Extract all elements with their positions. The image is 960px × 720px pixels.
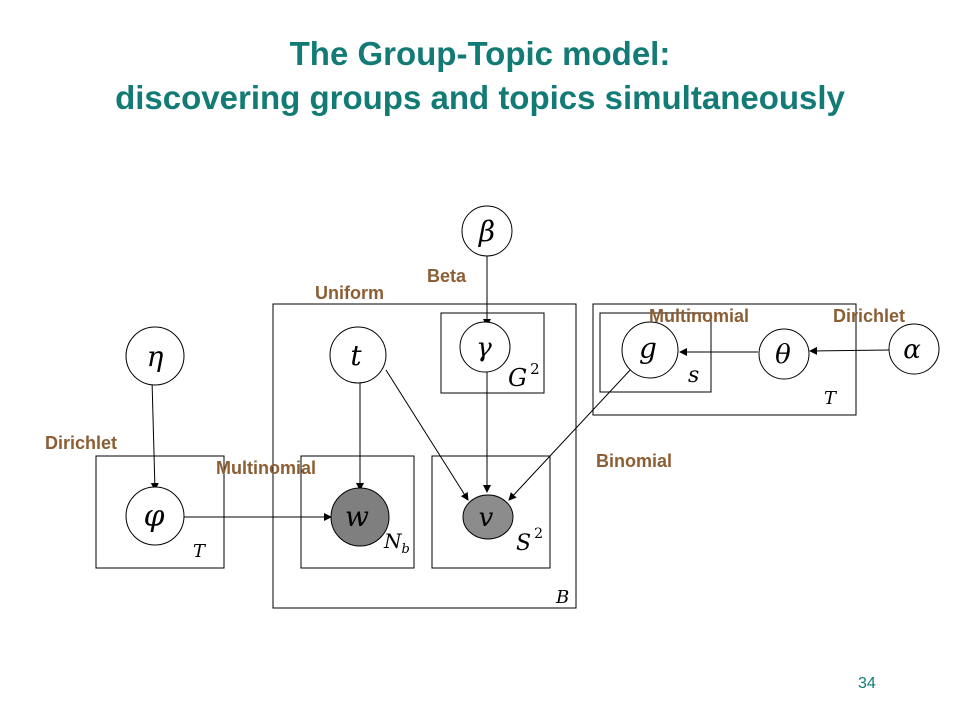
alpha-symbol: α bbox=[903, 335, 921, 365]
edge-t-v bbox=[385, 369, 469, 501]
v-symbol: v bbox=[479, 503, 494, 533]
plate-b bbox=[272, 303, 577, 609]
w-symbol: w bbox=[345, 500, 369, 533]
plate-g2 bbox=[440, 312, 545, 394]
node-v-observed: v bbox=[462, 494, 514, 540]
eta-symbol: η bbox=[147, 340, 164, 373]
plate-nb bbox=[300, 455, 415, 569]
plate-s2 bbox=[431, 455, 551, 569]
label-multinomial-top: Multinomial bbox=[649, 306, 749, 326]
beta-symbol: β bbox=[478, 215, 495, 248]
edge-eta-phi bbox=[150, 379, 159, 491]
edge-alpha-theta bbox=[809, 346, 890, 355]
slide-title-line-1: The Group-Topic model: bbox=[289, 35, 671, 72]
label-multinomial-mid: Multinomial bbox=[216, 458, 316, 478]
label-dirichlet-right: Dirichlet bbox=[833, 306, 905, 326]
node-alpha: α bbox=[888, 323, 940, 375]
label-dirichlet-left: Dirichlet bbox=[45, 433, 117, 453]
plate-nb-label: Nb bbox=[383, 529, 410, 557]
node-eta: η bbox=[125, 326, 185, 386]
node-gamma: γ bbox=[459, 321, 511, 373]
node-beta: β bbox=[461, 205, 513, 257]
node-t: t bbox=[329, 326, 387, 384]
slide-title-line-2: discovering groups and topics simultaneo… bbox=[115, 79, 845, 116]
phi-symbol: φ bbox=[143, 499, 164, 534]
label-binomial: Binomial bbox=[596, 451, 672, 471]
g-symbol: g bbox=[639, 332, 657, 365]
plate-s-label: s bbox=[688, 363, 699, 388]
plate-t-left-label: T bbox=[193, 541, 207, 562]
plate-t-right-label: T bbox=[824, 388, 838, 409]
t-symbol: t bbox=[350, 339, 362, 372]
theta-symbol: θ bbox=[775, 340, 791, 370]
plate-b-label: B bbox=[555, 587, 569, 608]
label-uniform-distribution: Uniform bbox=[315, 283, 384, 303]
plate-t-right bbox=[592, 303, 857, 416]
edge-g-v bbox=[508, 367, 633, 501]
node-g: g bbox=[621, 321, 679, 379]
plate-t-left bbox=[95, 455, 225, 569]
label-beta-distribution: Beta bbox=[427, 266, 467, 286]
page-number: 34 bbox=[858, 675, 876, 692]
node-w-observed: w bbox=[330, 487, 390, 547]
node-theta: θ bbox=[758, 328, 810, 380]
gamma-symbol: γ bbox=[476, 333, 492, 363]
node-phi: φ bbox=[125, 486, 185, 546]
